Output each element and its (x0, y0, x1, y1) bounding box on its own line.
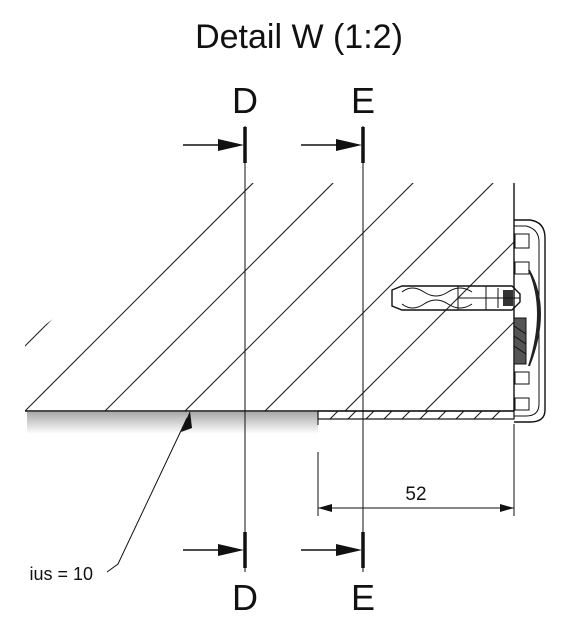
section-marker-d-bottom: D (183, 532, 258, 618)
anchor-dowel (391, 285, 521, 311)
detail-title: Detail W (1:2) (195, 18, 403, 56)
section-letter: D (232, 577, 258, 618)
cover-strip (317, 410, 515, 425)
section-marker-e-top: E (301, 80, 375, 163)
end-cap-profile (513, 219, 546, 423)
section-letter: D (232, 80, 258, 121)
floor-surface (27, 412, 318, 434)
slab-hatching (25, 183, 514, 411)
radius-leader: ius = 10 (29, 411, 192, 584)
dimension-value: 52 (405, 484, 426, 505)
dimension-52: 52 (317, 424, 515, 516)
radius-note: ius = 10 (29, 564, 93, 584)
section-marker-d-top: D (183, 80, 258, 163)
section-letter: E (351, 577, 375, 618)
section-letter: E (351, 80, 375, 121)
section-marker-e-bottom: E (301, 532, 375, 618)
